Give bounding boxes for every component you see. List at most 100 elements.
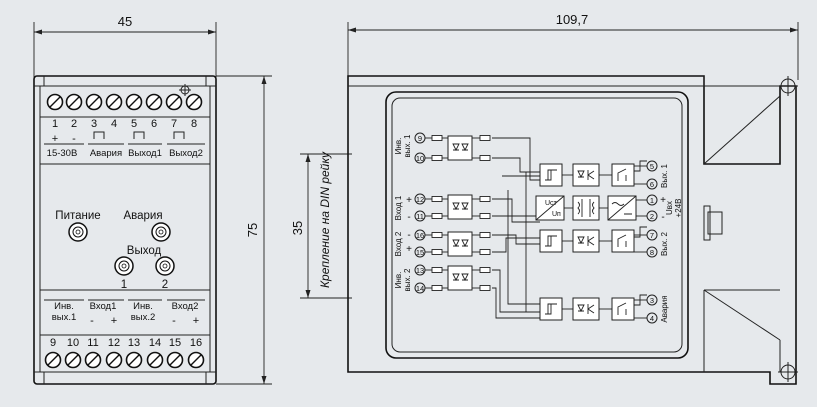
terminal-num: 16: [190, 337, 202, 349]
pin-num: 11: [416, 212, 424, 221]
bottom-screws: [44, 351, 205, 369]
resistor: [431, 232, 443, 238]
relay-output1: [611, 163, 635, 187]
terminal-screw: [84, 351, 102, 369]
terminal-num: 9: [50, 337, 56, 349]
terminal-num: 2: [71, 118, 77, 130]
label-inv-out2-b: вых.2: [131, 312, 156, 323]
label-inv-out1-b: вых. 1: [403, 134, 412, 157]
resistor: [479, 135, 491, 141]
arrow: [305, 290, 311, 298]
resistor: [431, 213, 443, 219]
input-optocouplers: [425, 135, 491, 291]
resistor: [479, 285, 491, 291]
resistor: [479, 267, 491, 273]
terminal-screw: [65, 93, 83, 111]
optocoupler-block: [447, 194, 473, 220]
arrow: [305, 154, 311, 162]
output-optocoupler: [572, 163, 600, 187]
housing-outline: [33, 75, 217, 385]
transformer: [572, 195, 600, 221]
optocoupler-block: [447, 135, 473, 161]
label-input2: Вход 2: [394, 231, 403, 256]
resistor: [431, 135, 443, 141]
pin-num: 1: [650, 196, 654, 205]
terminal-screw: [64, 351, 82, 369]
dim-label-75: 75: [245, 223, 260, 237]
arrow: [261, 76, 267, 84]
label-input1: Вход1: [90, 301, 117, 312]
logic-blocks: [535, 160, 647, 321]
terminal-num: 15: [169, 337, 181, 349]
label-out2: Вых. 2: [660, 231, 669, 256]
label-inv-out2: Инв.: [394, 272, 403, 289]
sign-minus: -: [407, 230, 410, 241]
contact-symbol: [93, 131, 105, 139]
din-clip: [707, 211, 723, 235]
label-output2: Выход2: [169, 148, 203, 159]
led-indicator: [155, 256, 175, 276]
sign-plus: +: [193, 315, 199, 327]
terminal-screw: [125, 351, 143, 369]
terminal-num: 12: [108, 337, 120, 349]
terminal-num: 5: [131, 118, 137, 130]
arrow: [790, 27, 798, 33]
terminal-screw: [146, 351, 164, 369]
pin-num: 2: [650, 212, 654, 221]
terminal-screw: [105, 351, 123, 369]
terminal-screw: [85, 93, 103, 111]
resistor: [431, 267, 443, 273]
terminal-num: 8: [191, 118, 197, 130]
sign-plus: +: [111, 315, 117, 327]
din-rail-label: Крепление на DIN рейку: [318, 151, 332, 288]
pin-num: 15: [416, 248, 424, 257]
terminal-screw: [105, 93, 123, 111]
terminal-screw: [145, 93, 163, 111]
terminal-num: 6: [151, 118, 157, 130]
resistor: [431, 285, 443, 291]
pin-num: 14: [416, 284, 424, 293]
dim-label-45: 45: [118, 14, 132, 29]
pin-num: 4: [650, 314, 654, 323]
optocoupler-block: [447, 265, 473, 291]
terminal-screw: [44, 351, 62, 369]
label-inv-out2-b: вых. 2: [403, 268, 412, 291]
terminal-num: 13: [128, 337, 140, 349]
pin-num: 7: [650, 231, 654, 240]
sign-minus: -: [172, 315, 176, 327]
block-schematic: Инв. вых. 1 Вход 1 Вход 2 Инв. вых. 2 + …: [394, 132, 683, 324]
output-optocoupler: [572, 297, 600, 321]
sign-minus: -: [661, 212, 664, 223]
terminal-screw: [165, 93, 183, 111]
front-view: 45 1 2 3 4 5 6 7 8 + - 15-: [33, 14, 272, 385]
terminal-num: 10: [67, 337, 79, 349]
output-optocoupler: [572, 229, 600, 253]
terminal-num: 14: [149, 337, 161, 349]
label-alarm: Авария: [90, 148, 122, 159]
dim-label-35: 35: [290, 221, 305, 235]
label-inv-out1-b: вых.1: [52, 312, 77, 323]
sign-plus: +: [660, 195, 666, 206]
terminal-screw: [185, 93, 203, 111]
sign-minus: -: [90, 315, 94, 327]
label-inv-out1: Инв.: [54, 301, 74, 312]
resistor: [479, 196, 491, 202]
label-uin: Uвх: [665, 201, 674, 215]
label-input1: Вход 1: [394, 195, 403, 220]
led-indicator: [114, 256, 134, 276]
terminal-num: 1: [52, 118, 58, 130]
top-screws: [46, 93, 203, 111]
pin-num: 13: [416, 266, 424, 275]
label-up: Uп: [552, 211, 561, 218]
arrow: [348, 27, 356, 33]
label-out1: Вых. 1: [660, 163, 669, 188]
arrow: [261, 376, 267, 384]
indicator-label-2: 2: [162, 279, 168, 291]
schematic-frame: [385, 91, 689, 359]
pin-num: 16: [416, 231, 424, 240]
resistor: [431, 196, 443, 202]
terminal-screw: [187, 351, 205, 369]
pin-num: 10: [416, 154, 424, 163]
